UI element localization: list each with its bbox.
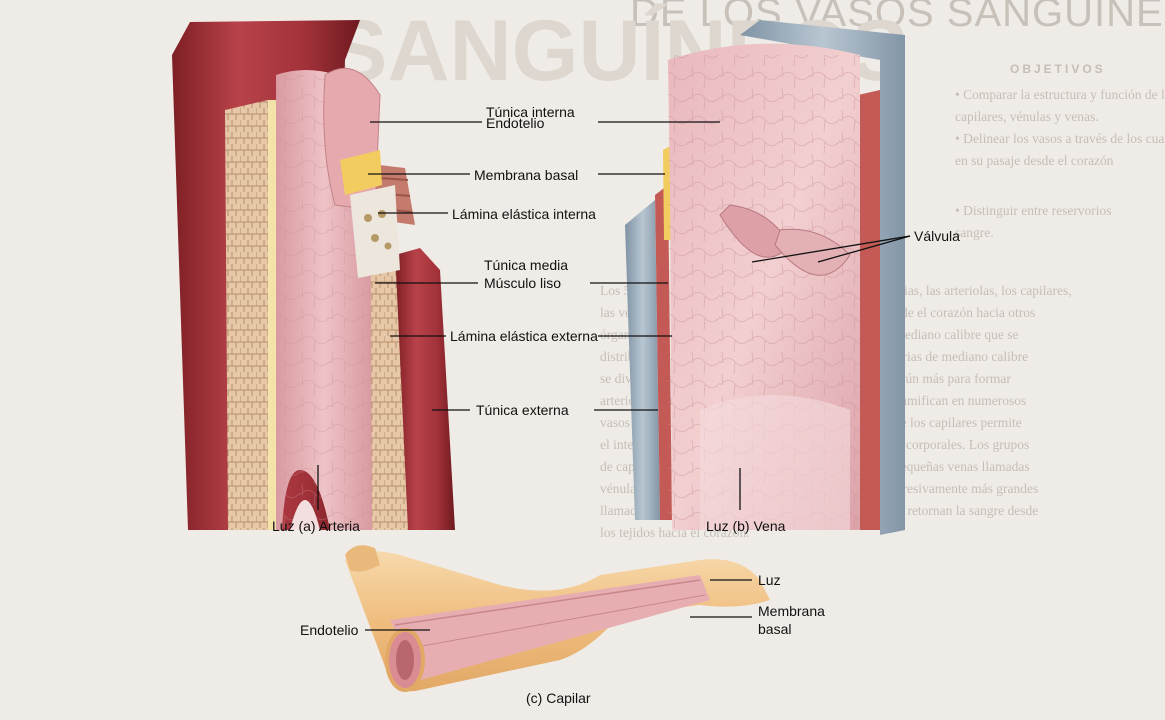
caption-arteria: Luz (a) Arteria: [272, 518, 360, 534]
capillary-illustration: [345, 545, 770, 691]
label-luz-capilar: Luz: [758, 572, 781, 588]
vein-tunica-externa-left: [625, 200, 660, 520]
artery-illustration: [172, 20, 455, 530]
label-lamina-elastica-externa: Lámina elástica externa: [450, 328, 598, 344]
vein-illustration: [625, 20, 905, 535]
caption-capilar: (c) Capilar: [526, 690, 591, 706]
label-membrana-basal: Membrana basal: [474, 167, 578, 183]
label-membrana-capilar: Membrana: [758, 603, 825, 619]
label-valvula: Válvula: [914, 228, 960, 244]
label-musculo-liso: Músculo liso: [484, 275, 561, 291]
label-endotelio-capilar: Endotelio: [300, 622, 358, 638]
artery-lamina-elastica-interna: [350, 185, 400, 278]
label-tunica-media: Túnica media: [484, 257, 568, 273]
label-basal-capilar: basal: [758, 621, 791, 637]
label-lamina-elastica-interna: Lámina elástica interna: [452, 206, 596, 222]
caption-vena: Luz (b) Vena: [706, 518, 785, 534]
artery-muscle-layer-left: [225, 100, 268, 530]
label-tunica-externa: Túnica externa: [476, 402, 569, 418]
label-endotelio: Endotelio: [486, 115, 544, 131]
